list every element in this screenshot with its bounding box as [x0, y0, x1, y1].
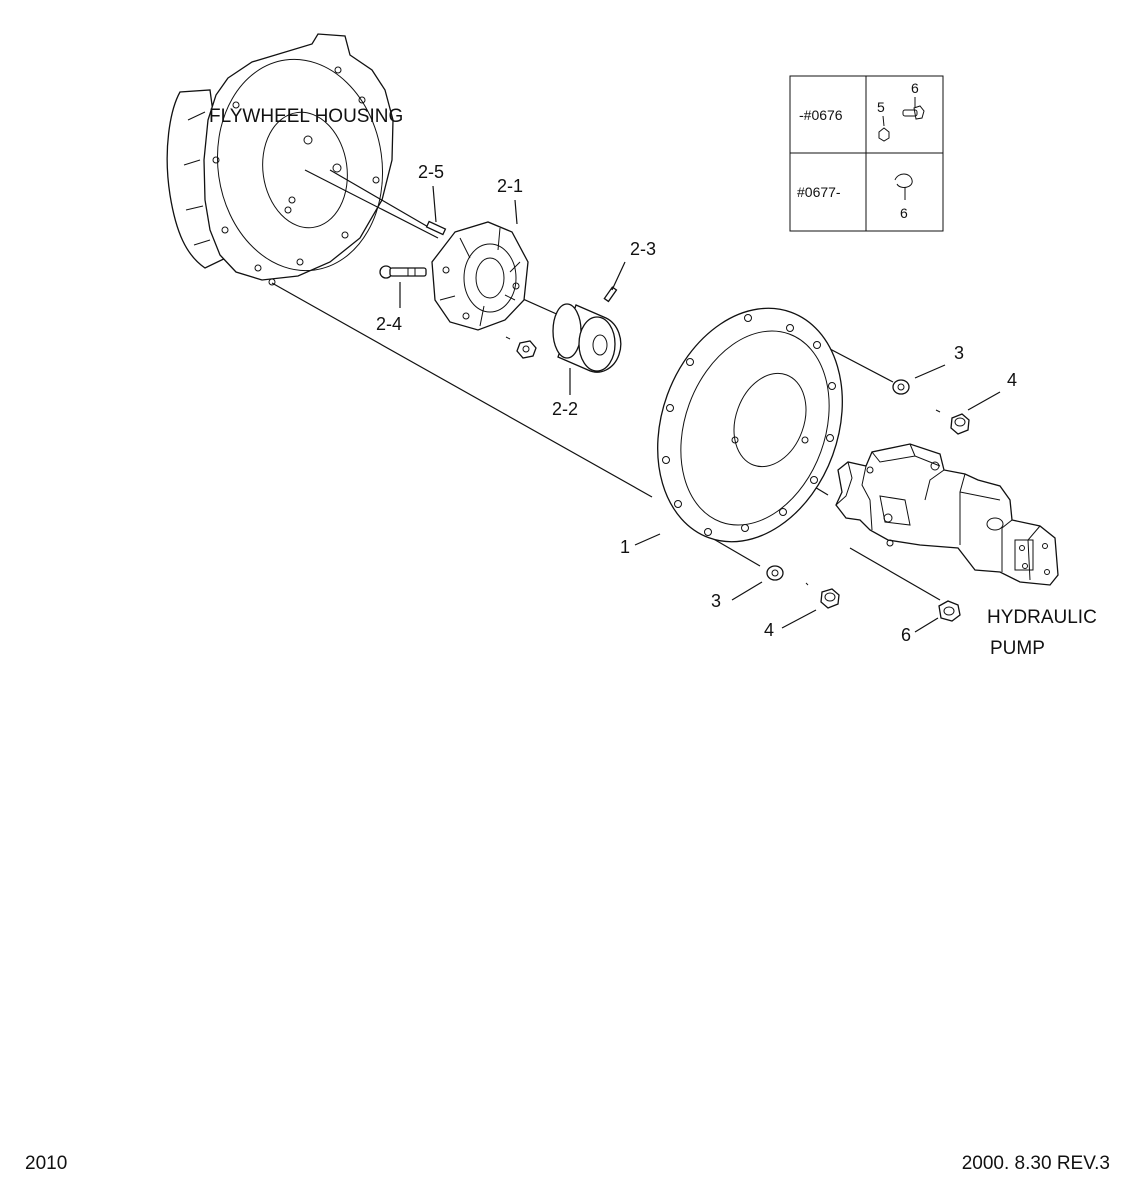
drawing-number: 2010 — [25, 1153, 67, 1174]
table-row1-range: -#0676 — [799, 107, 843, 123]
hydraulic-pump-label-line2: PUMP — [990, 638, 1045, 659]
hydraulic-pump — [835, 443, 1059, 586]
callout-2-4: 2-4 — [376, 314, 402, 334]
table-washer-5 — [878, 115, 890, 142]
flywheel-housing — [166, 33, 394, 286]
hub-2-2 — [552, 303, 622, 373]
table-row1-part-6: 6 — [911, 80, 919, 96]
bolt-6 — [938, 600, 961, 622]
serial-number-table — [789, 75, 944, 232]
bolt-2-4 — [379, 265, 427, 279]
callout-4-top: 4 — [1007, 370, 1017, 390]
washer-3-top — [892, 379, 910, 395]
callout-3-top: 3 — [954, 343, 964, 363]
pin-2-3 — [603, 286, 618, 303]
hydraulic-pump-label-line1: HYDRAULIC — [987, 607, 1097, 628]
pin-2-5 — [425, 220, 447, 236]
callout-3-bottom: 3 — [711, 591, 721, 611]
table-row1-part-5: 5 — [877, 99, 885, 115]
flange-plate-1 — [657, 307, 843, 543]
callout-4-bottom: 4 — [764, 620, 774, 640]
table-row2-range: #0677- — [797, 184, 841, 200]
bolt-4-top — [935, 409, 970, 435]
table-bolt-6-alt — [894, 173, 913, 200]
table-row2-part-6: 6 — [900, 205, 908, 221]
callout-2-3: 2-3 — [630, 239, 656, 259]
table-bolt-6 — [902, 97, 925, 120]
bolt-4-bottom — [805, 582, 840, 609]
leader-lines — [399, 185, 1001, 633]
coupling-2-1 — [431, 221, 529, 331]
callout-2-2: 2-2 — [552, 399, 578, 419]
flywheel-housing-label: FLYWHEEL HOUSING — [209, 106, 403, 127]
revision-date: 2000. 8.30 REV.3 — [962, 1153, 1110, 1174]
callout-6: 6 — [901, 625, 911, 645]
callout-2-5: 2-5 — [418, 162, 444, 182]
coupling-nut — [505, 336, 537, 359]
callout-2-1: 2-1 — [497, 176, 523, 196]
callout-1: 1 — [620, 537, 630, 557]
washer-3-bottom — [766, 565, 784, 581]
